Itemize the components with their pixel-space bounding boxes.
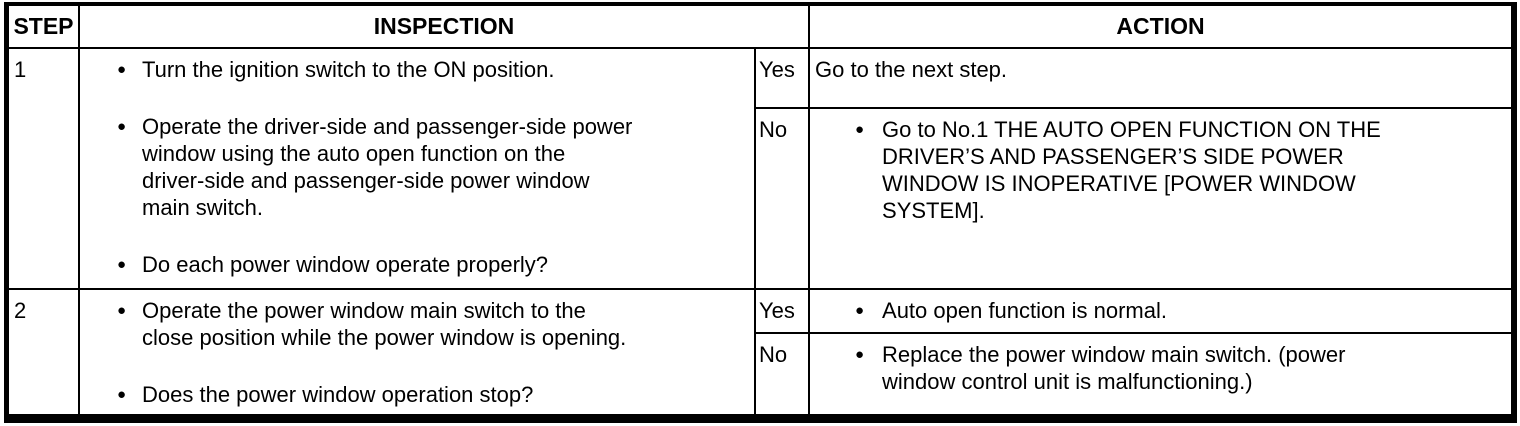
step2-yes-action-cell: ● Auto open function is normal. xyxy=(808,288,1512,334)
action-bullet: ● Replace the power window main switch. … xyxy=(811,341,1503,395)
col-header-inspection: INSPECTION xyxy=(77,5,811,49)
col-header-step: STEP xyxy=(8,5,80,49)
step1-no-label: No xyxy=(753,107,811,290)
bullet-icon: ● xyxy=(117,302,127,319)
inspection-text: Operate the power window main switch to … xyxy=(142,298,627,350)
bullet-icon: ● xyxy=(117,118,127,135)
action-bullet: ● Go to No.1 THE AUTO OPEN FUNCTION ON T… xyxy=(811,116,1503,224)
bullet-icon: ● xyxy=(855,302,865,319)
bullet-icon: ● xyxy=(855,121,865,138)
header-row: STEP INSPECTION ACTION xyxy=(8,5,1512,49)
inspection-bullet: ● Operate the driver-side and passenger-… xyxy=(81,113,750,221)
col-header-action: ACTION xyxy=(808,5,1512,49)
step2-yes-label: Yes xyxy=(753,288,811,334)
inspection-text: Turn the ignition switch to the ON posit… xyxy=(142,57,555,82)
step1-no-row: No ● Go to No.1 THE AUTO OPEN FUNCTION O… xyxy=(9,107,1512,290)
action-text: Auto open function is normal. xyxy=(882,298,1167,323)
action-text: Go to the next step. xyxy=(815,57,1008,82)
bullet-icon: ● xyxy=(855,346,865,363)
inspection-bullet: ● Turn the ignition switch to the ON pos… xyxy=(81,56,750,83)
bullet-icon: ● xyxy=(117,256,127,273)
inspection-text: Does the power window operation stop? xyxy=(142,382,534,407)
step2-no-label: No xyxy=(753,332,811,415)
inspection-bullet: ● Do each power window operate properly? xyxy=(81,251,750,278)
step1-inspection-cell: ● Turn the ignition switch to the ON pos… xyxy=(78,47,756,290)
inspection-bullet: ● Operate the power window main switch t… xyxy=(81,297,750,351)
step2-yes-row: 2 ● Operate the power window main switch… xyxy=(8,288,1512,415)
step-inspection-action-table: STEP INSPECTION ACTION 1 ● Turn the igni… xyxy=(8,5,1512,415)
step1-yes-label: Yes xyxy=(753,47,811,109)
inspection-text: Operate the driver-side and passenger-si… xyxy=(142,114,633,220)
inspection-bullet: ● Does the power window operation stop? xyxy=(81,381,750,408)
action-text: Go to No.1 THE AUTO OPEN FUNCTION ON THE… xyxy=(882,117,1381,223)
step1-yes-action-cell: Go to the next step. xyxy=(808,47,1512,109)
inspection-text: Do each power window operate properly? xyxy=(142,252,549,277)
action-bullet: ● Auto open function is normal. xyxy=(811,297,1503,324)
step2-no-action-cell: ● Replace the power window main switch. … xyxy=(808,332,1512,415)
troubleshooting-table: STEP INSPECTION ACTION 1 ● Turn the igni… xyxy=(4,2,1517,423)
step2-no-row: No ● Replace the power window main switc… xyxy=(9,332,1512,415)
step2-number: 2 xyxy=(8,288,80,415)
bullet-icon: ● xyxy=(117,61,127,78)
bullet-icon: ● xyxy=(117,386,127,403)
step2-inspection-cell: ● Operate the power window main switch t… xyxy=(78,288,756,415)
step1-no-action-cell: ● Go to No.1 THE AUTO OPEN FUNCTION ON T… xyxy=(808,107,1512,290)
action-text: Replace the power window main switch. (p… xyxy=(882,342,1346,394)
step1-number: 1 xyxy=(8,47,80,290)
step1-yes-row: 1 ● Turn the ignition switch to the ON p… xyxy=(8,47,1512,290)
